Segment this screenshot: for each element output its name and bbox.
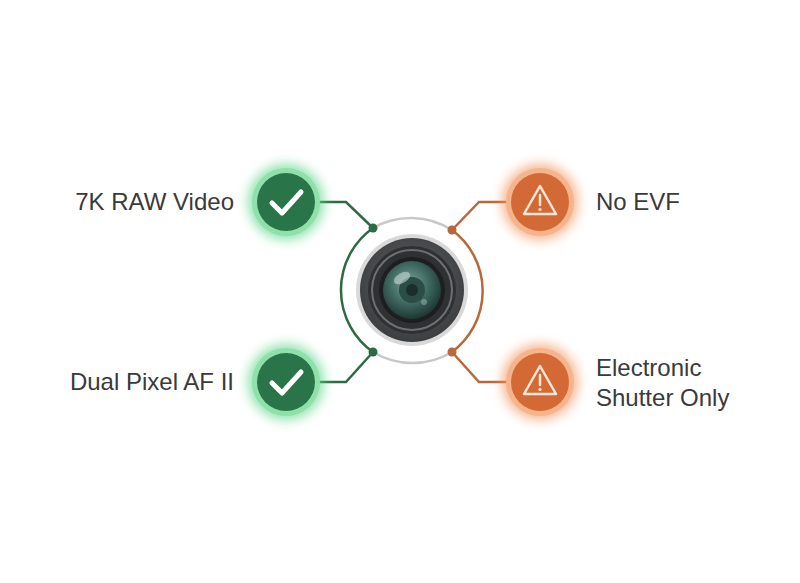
feature-label: No EVF	[596, 187, 776, 217]
check-icon	[248, 344, 324, 420]
ring-arcs	[341, 218, 483, 363]
warning-icon	[502, 344, 578, 420]
feature-label: 7K RAW Video	[34, 187, 234, 217]
feature-label: Electronic Shutter Only	[596, 353, 746, 413]
leader-lines	[319, 202, 507, 382]
check-icon	[248, 164, 324, 240]
feature-label: Dual Pixel AF II	[24, 367, 234, 397]
warning-icon	[502, 164, 578, 240]
camera-lens	[356, 234, 468, 346]
